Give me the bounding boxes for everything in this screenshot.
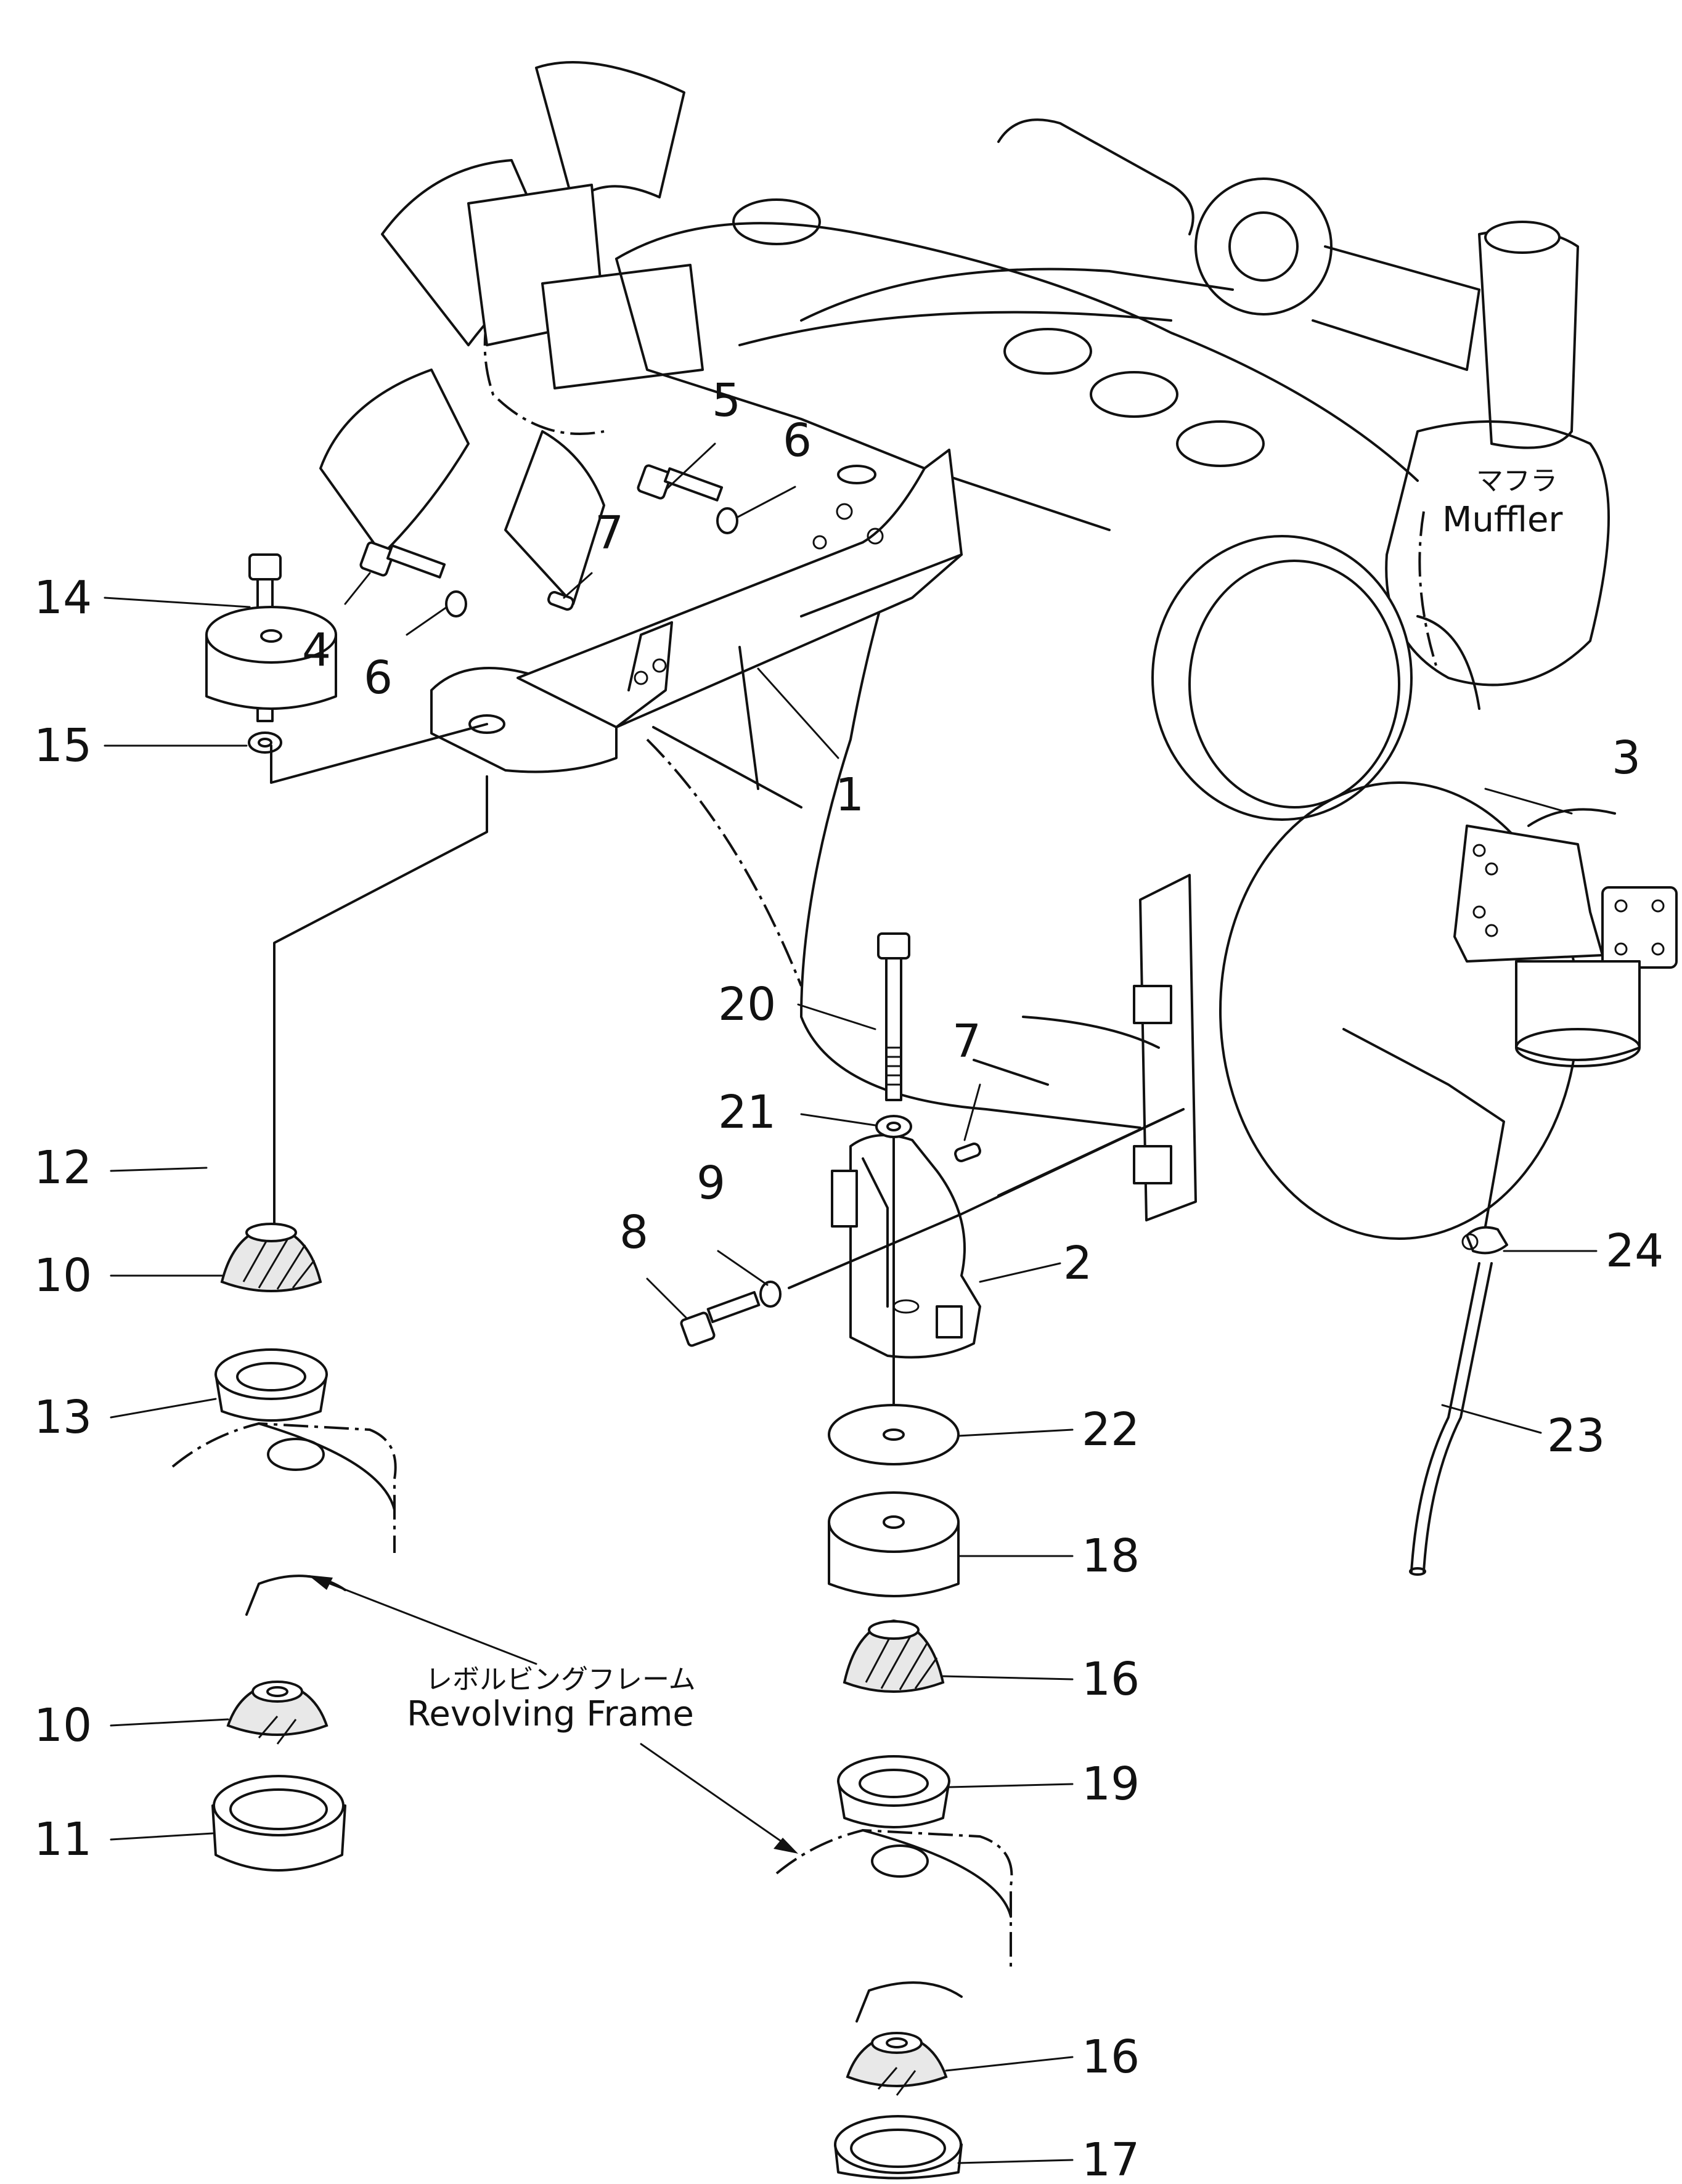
- front-support-part-1: [430, 449, 963, 809]
- callout-3: 3: [1612, 731, 1641, 784]
- washer-part-21: [875, 1115, 912, 1138]
- rear-bracket-part-2: [831, 1134, 981, 1359]
- callout-6-lower: 6: [364, 651, 393, 704]
- retainer-part-11: [211, 1775, 346, 1872]
- callout-9: 9: [696, 1157, 725, 1210]
- rubber-mount-part-10a: [220, 1223, 322, 1292]
- rubber-mount-part-16b: [846, 2032, 948, 2096]
- callout-8: 8: [619, 1206, 648, 1259]
- tube-part-23: [1409, 1262, 1493, 1576]
- callout-10-lower: 10: [34, 1699, 92, 1752]
- washer-part-15: [248, 731, 282, 754]
- callout-21: 21: [718, 1086, 776, 1139]
- retainer-part-13: [214, 1348, 328, 1422]
- pin-part-7a: [547, 591, 574, 611]
- bolt-part-8: [680, 1290, 761, 1347]
- callout-17: 17: [1082, 2133, 1140, 2184]
- callout-20: 20: [718, 978, 776, 1031]
- callout-18: 18: [1082, 1530, 1140, 1583]
- callout-23: 23: [1547, 1409, 1605, 1462]
- leader-lines: [104, 442, 1598, 2164]
- callout-12: 12: [34, 1141, 92, 1194]
- callout-7-lower: 7: [952, 1015, 981, 1068]
- bolt-part-4: [359, 541, 446, 579]
- revolving-frame-label-jp: レボルビングフレーム: [425, 1664, 696, 1695]
- callout-22: 22: [1082, 1403, 1140, 1456]
- muffler-label-jp: マフラ: [1476, 465, 1557, 497]
- callout-14: 14: [34, 571, 92, 624]
- rubber-mount-part-10b: [226, 1681, 329, 1745]
- callout-10-upper: 10: [34, 1249, 92, 1302]
- frame-bracket-right: [775, 1828, 1013, 2023]
- bolt-part-5: [637, 464, 724, 502]
- retainer-part-17: [834, 2115, 963, 2180]
- callout-5: 5: [712, 374, 741, 427]
- engine-outline: [319, 61, 1610, 1240]
- pin-part-7b: [954, 1143, 981, 1162]
- callout-7-upper: 7: [595, 507, 624, 560]
- rear-right-bracket-part-3: [1453, 808, 1678, 1067]
- washer-part-6b: [716, 507, 738, 534]
- frame-bracket-left: [171, 1422, 397, 1616]
- callout-13: 13: [34, 1391, 92, 1444]
- cushion-part-18: [828, 1491, 960, 1597]
- revolving-frame-label-en: Revolving Frame: [407, 1694, 694, 1734]
- callout-4: 4: [302, 624, 331, 677]
- muffler-label-en: Muffler: [1442, 500, 1563, 540]
- retainer-part-19: [837, 1755, 950, 1828]
- callout-19: 19: [1082, 1758, 1140, 1811]
- washer-part-6a: [445, 590, 467, 617]
- washer-part-9: [759, 1281, 782, 1308]
- callout-15: 15: [34, 719, 92, 772]
- cushion-part-12: [205, 606, 337, 710]
- callout-2: 2: [1063, 1237, 1092, 1290]
- rubber-mount-part-16a: [843, 1619, 945, 1693]
- shim-part-22: [828, 1404, 960, 1465]
- callout-16-lower: 16: [1082, 2031, 1140, 2084]
- callout-6-upper: 6: [783, 414, 812, 467]
- callout-16-upper: 16: [1082, 1653, 1140, 1706]
- callout-11: 11: [34, 1813, 92, 1866]
- clip-part-24: [1461, 1226, 1508, 1255]
- callout-24: 24: [1606, 1224, 1664, 1277]
- bolt-part-20: [877, 932, 910, 1101]
- callout-1: 1: [835, 768, 864, 821]
